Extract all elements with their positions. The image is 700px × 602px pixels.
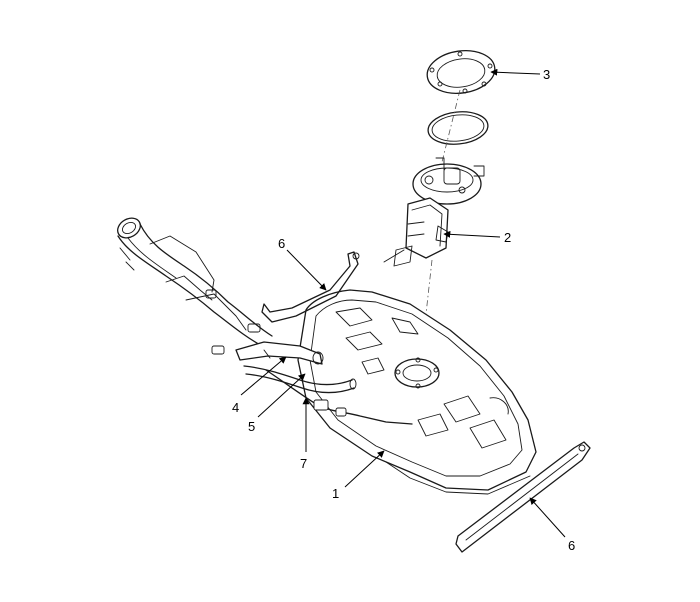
callout-2: 2 [504, 230, 511, 245]
leader-6b [529, 497, 566, 538]
leader-5 [257, 373, 306, 418]
leader-3 [490, 68, 541, 76]
callout-6-lower: 6 [568, 538, 575, 553]
leader-2 [443, 230, 501, 238]
fuel-filler-neck [117, 217, 273, 355]
callout-3: 3 [543, 67, 550, 82]
fuel-pump-module [383, 157, 485, 267]
fuel-hose [235, 341, 324, 365]
pump-axis-line [421, 89, 461, 351]
leader-1 [344, 450, 385, 488]
tank-strap-upper [261, 251, 360, 323]
callout-5: 5 [248, 419, 255, 434]
fuel-tank [297, 289, 537, 495]
leader-6a [286, 249, 327, 291]
callout-7: 7 [300, 456, 307, 471]
tank-strap-lower [455, 441, 591, 553]
pump-gasket [427, 111, 489, 145]
callout-1: 1 [332, 486, 339, 501]
callout-4: 4 [232, 400, 239, 415]
pump-cover-ring [426, 50, 496, 94]
callout-6-upper: 6 [278, 236, 285, 251]
leader-4 [240, 356, 287, 396]
evap-line [265, 369, 413, 425]
